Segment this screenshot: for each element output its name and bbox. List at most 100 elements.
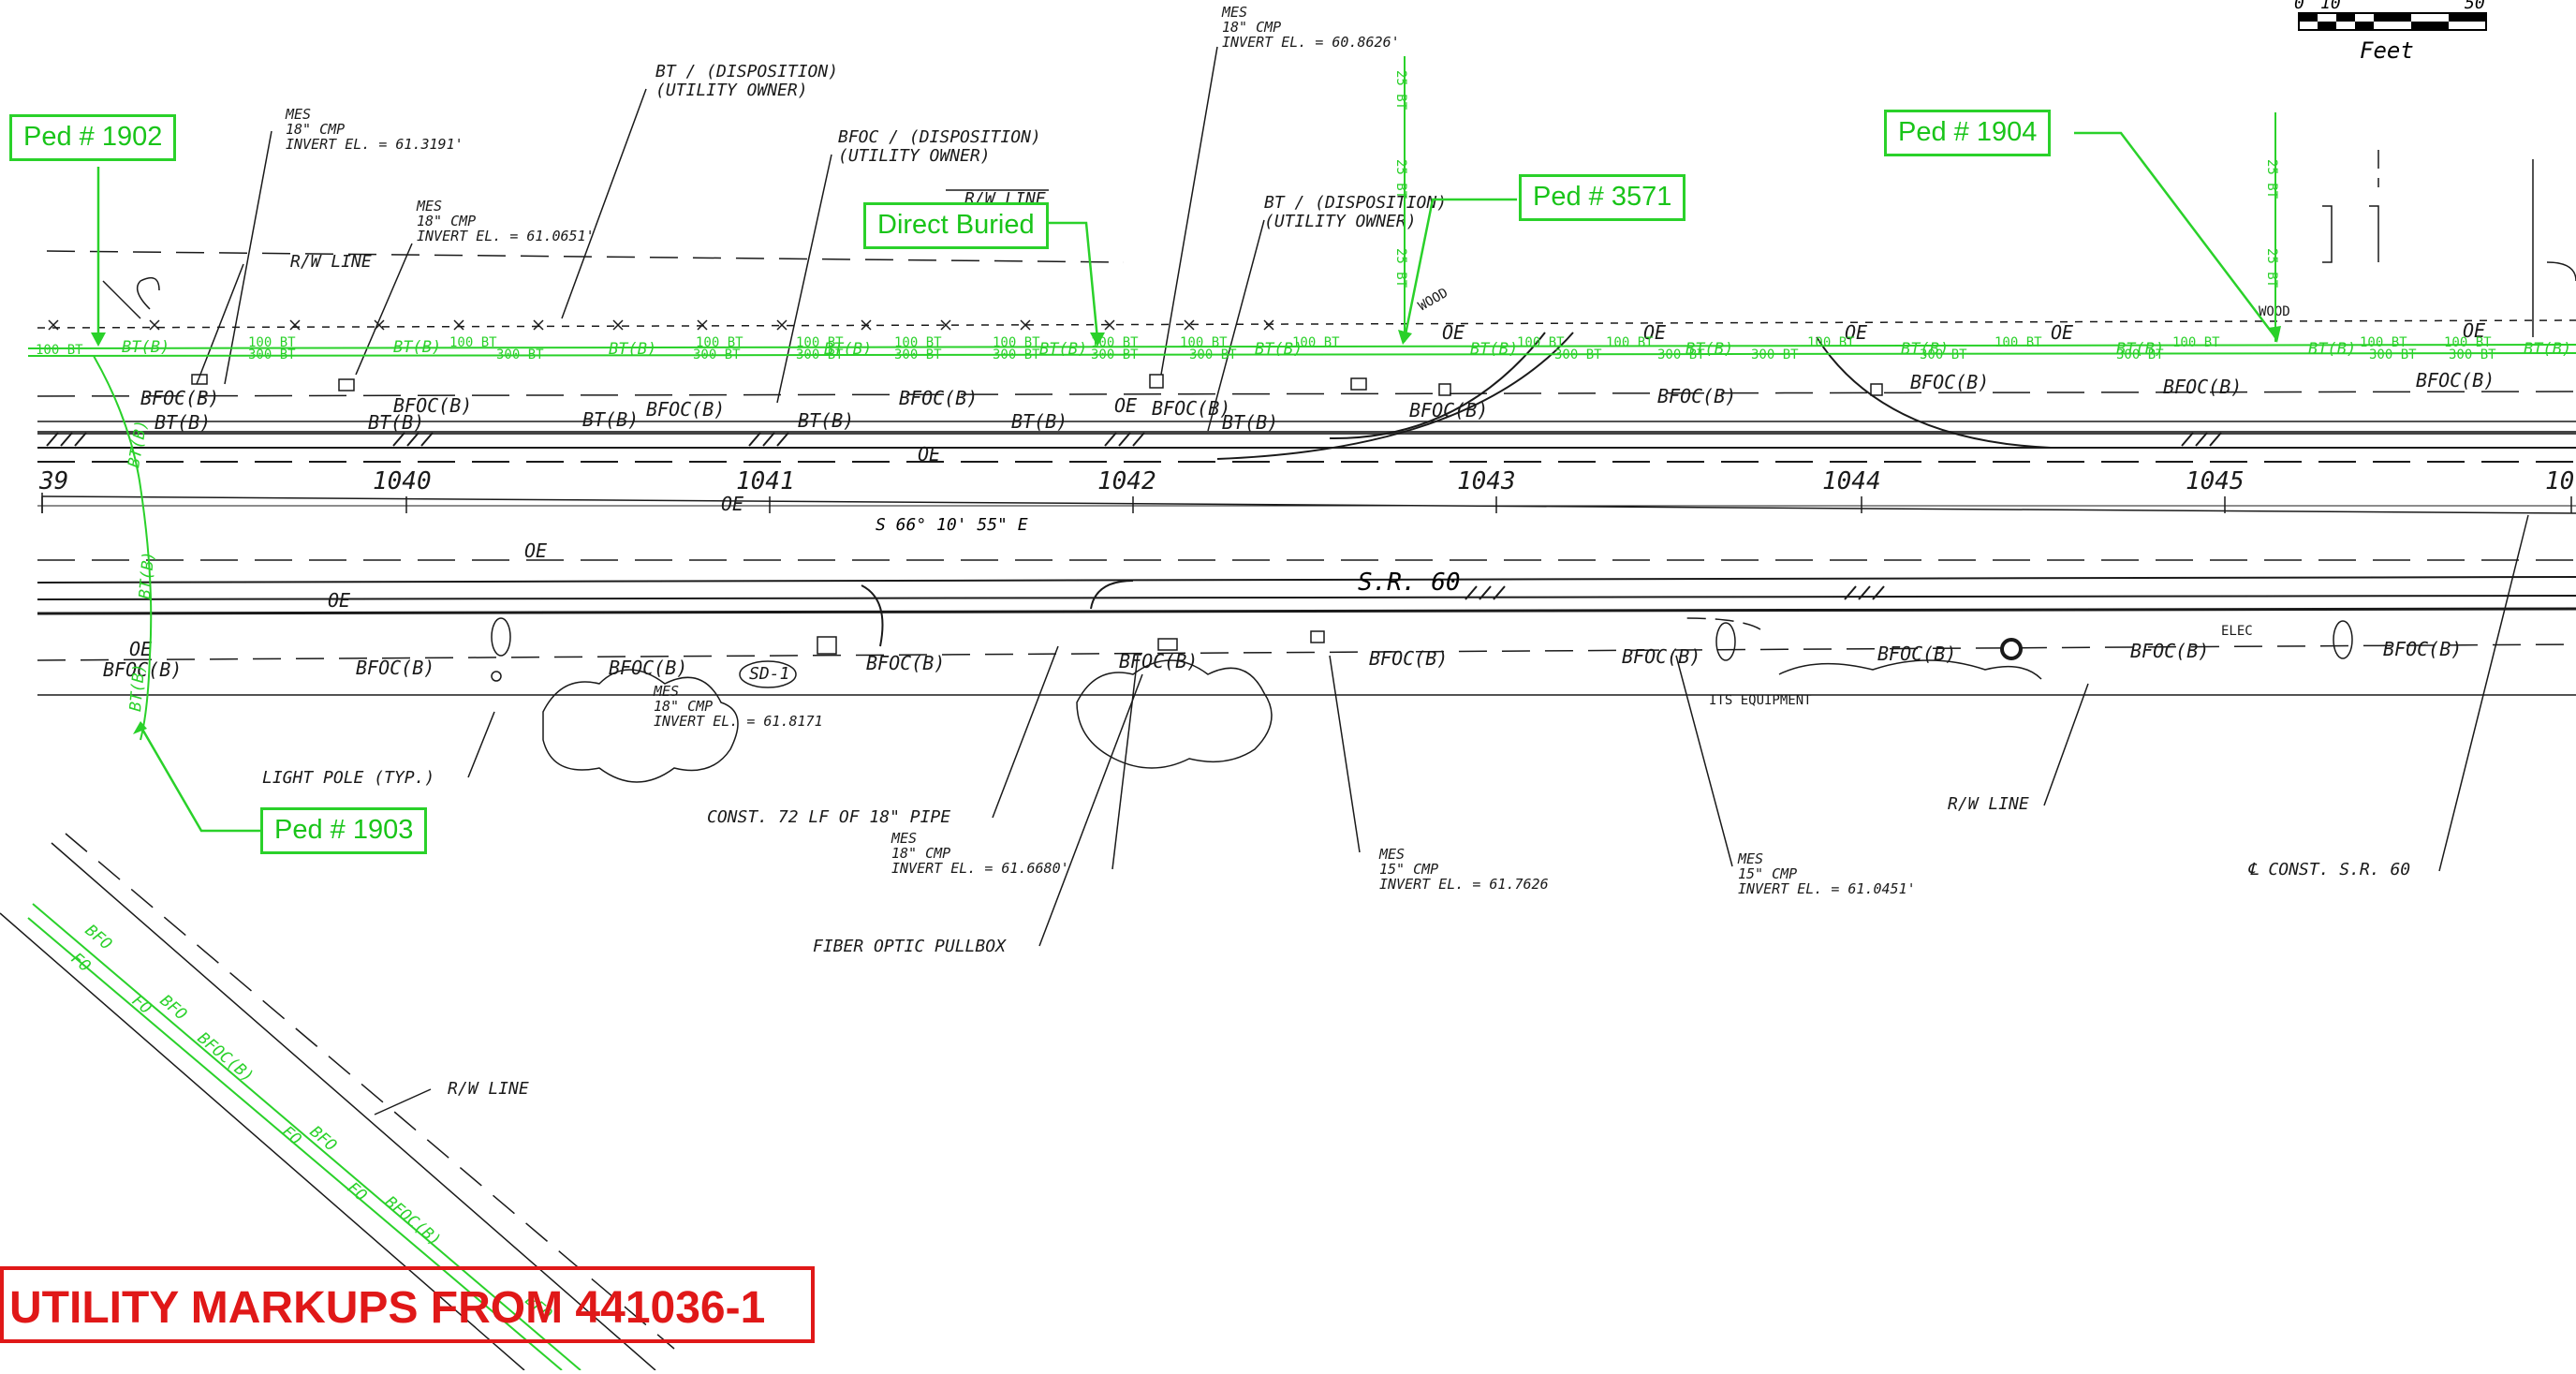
label-oe: OE	[129, 638, 152, 660]
label-oe: OE	[2051, 321, 2073, 344]
label-bfoc: BFOC(B)	[140, 387, 219, 409]
label-bt-green: BT(B)	[2524, 340, 2571, 359]
note-wood-2: WOOD	[2259, 304, 2290, 319]
label-bfoc: BFOC(B)	[646, 398, 725, 421]
callout-ped-1902: Ped # 1902	[9, 114, 177, 161]
label-100bt: 100 BT	[1180, 335, 1228, 350]
stations: 39 1040 1041 1042 1043 1044 1045 10	[38, 467, 2574, 495]
note-light-pole: LIGHT POLE (TYP.)	[262, 768, 434, 788]
label-300bt: 300 BT	[1189, 347, 1237, 362]
label-100bt: 100 BT	[2360, 335, 2407, 350]
label-bfoc: BFOC(B)	[103, 658, 182, 681]
label-oe: OE	[1114, 394, 1137, 417]
scale-bar: 0 10 50 Feet	[2294, 0, 2487, 64]
symbols	[102, 205, 2379, 783]
note-rw-line-top: R/W LINE	[290, 252, 372, 272]
label-bt-green: BT(B)	[1039, 340, 1087, 359]
callout-ped-3571: Ped # 3571	[1519, 174, 1686, 221]
label-300bt: 300 BT	[796, 347, 844, 362]
label-bfoc: BFOC(B)	[866, 652, 945, 674]
scale-tick-50: 50	[2465, 0, 2485, 13]
label-300bt: 300 BT	[1920, 347, 1967, 362]
label-100bt: 100 BT	[1091, 335, 1139, 350]
label-bfoc: BFOC(B)	[2163, 376, 2242, 398]
station-1044: 1044	[1822, 467, 1881, 495]
label-100bt: 100 BT	[1292, 335, 1340, 350]
label-bfoc: BFOC(B)	[609, 657, 687, 679]
label-100bt: 100 BT	[36, 343, 83, 358]
label-300bt: 300 BT	[1657, 347, 1705, 362]
note-sd: SD-1	[749, 664, 789, 684]
note-bt-disposition-1: BT / (DISPOSITION)	[655, 62, 838, 81]
label-bt: BT(B)	[798, 409, 854, 432]
label-oe: OE	[1845, 321, 1867, 344]
label-bt-green: BT(B)	[393, 338, 441, 357]
label-bfoc: BFOC(B)	[1152, 397, 1230, 420]
note-centerline: ℄ CONST. S.R. 60	[2247, 860, 2410, 879]
road-name: S.R. 60	[1358, 569, 1461, 597]
label-bt-vertical: BT(B)	[136, 551, 158, 600]
label-bt-green: BT(B)	[1255, 340, 1303, 359]
label-bt-green: BT(B)	[2308, 340, 2356, 359]
label-oe: OE	[721, 493, 743, 515]
label-100bt: 100 BT	[2172, 335, 2220, 350]
label-bt: BT(B)	[1011, 410, 1067, 433]
scale-tick-10: 10	[2320, 0, 2341, 13]
label-oe: OE	[918, 443, 940, 465]
label-bfo-diag: BFO	[306, 1123, 340, 1156]
light-pole-symbol	[491, 617, 511, 657]
station-1045: 1045	[2186, 467, 2245, 495]
callout-direct-buried: Direct Buried	[863, 202, 1049, 249]
label-bt-green: BT(B)	[1470, 340, 1518, 359]
svg-text:BT / (DISPOSITION)(UTILITY OWN: BT / (DISPOSITION)(UTILITY OWNER)	[1264, 193, 1447, 231]
note-fiber-pullbox: FIBER OPTIC PULLBOX	[813, 937, 1007, 956]
station-ticks	[41, 496, 2572, 513]
label-25bt: 25 BT	[1393, 70, 1408, 111]
label-bt-vertical: BT(B)	[126, 663, 149, 713]
fence-x-marks	[48, 319, 1274, 331]
label-100bt: 100 BT	[894, 335, 942, 350]
scale-tick-0: 0	[2294, 0, 2304, 13]
label-bt: BT(B)	[1222, 411, 1278, 434]
label-bt-green: BT(B)	[609, 340, 656, 359]
label-25bt: 25 BT	[2264, 248, 2279, 288]
label-bfoc: BFOC(B)	[1657, 385, 1736, 407]
label-300bt: 300 BT	[1554, 347, 1602, 362]
label-bfoc: BFOC(B)	[1409, 399, 1488, 421]
label-100bt: 100 BT	[993, 335, 1040, 350]
label-oe: OE	[2463, 319, 2485, 342]
label-bfoc: BFOC(B)	[2130, 640, 2209, 662]
label-bt: BT(B)	[155, 411, 211, 434]
label-bfoc: BFOC(B)	[2383, 638, 2462, 660]
diagonal-road	[0, 833, 675, 1371]
note-its-equipment: ITS EQUIPMENT	[1709, 693, 1812, 708]
markup-linework	[27, 56, 2576, 1371]
label-300bt: 300 BT	[1091, 347, 1139, 362]
road-linework	[37, 150, 2576, 696]
scale-unit: Feet	[2360, 37, 2414, 64]
station-1040: 1040	[373, 467, 432, 495]
label-100bt: 100 BT	[449, 335, 497, 350]
note-mes-6: MES	[1378, 846, 1405, 863]
label-100bt: 100 BT	[1606, 335, 1654, 350]
label-bfoc: BFOC(B)	[356, 657, 434, 679]
label-25bt: 25 BT	[1393, 159, 1408, 199]
label-300bt: 300 BT	[248, 347, 296, 362]
label-300bt: 300 BT	[1751, 347, 1799, 362]
markup-title: UTILITY MARKUPS FROM 441036-1	[0, 1266, 815, 1343]
label-bfoc-diag: BFOC(B)	[194, 1029, 258, 1086]
callout-ped-1904: Ped # 1904	[1884, 110, 2052, 156]
label-100bt: 100 BT	[2444, 335, 2492, 350]
station-10: 10	[2545, 467, 2574, 495]
label-100bt: 100 BT	[1807, 335, 1855, 350]
callout-ped-1903: Ped # 1903	[260, 807, 428, 854]
label-300bt: 300 BT	[2369, 347, 2417, 362]
note-rw-line-bottom: R/W LINE	[448, 1079, 529, 1099]
label-25bt: 25 BT	[1393, 248, 1408, 288]
